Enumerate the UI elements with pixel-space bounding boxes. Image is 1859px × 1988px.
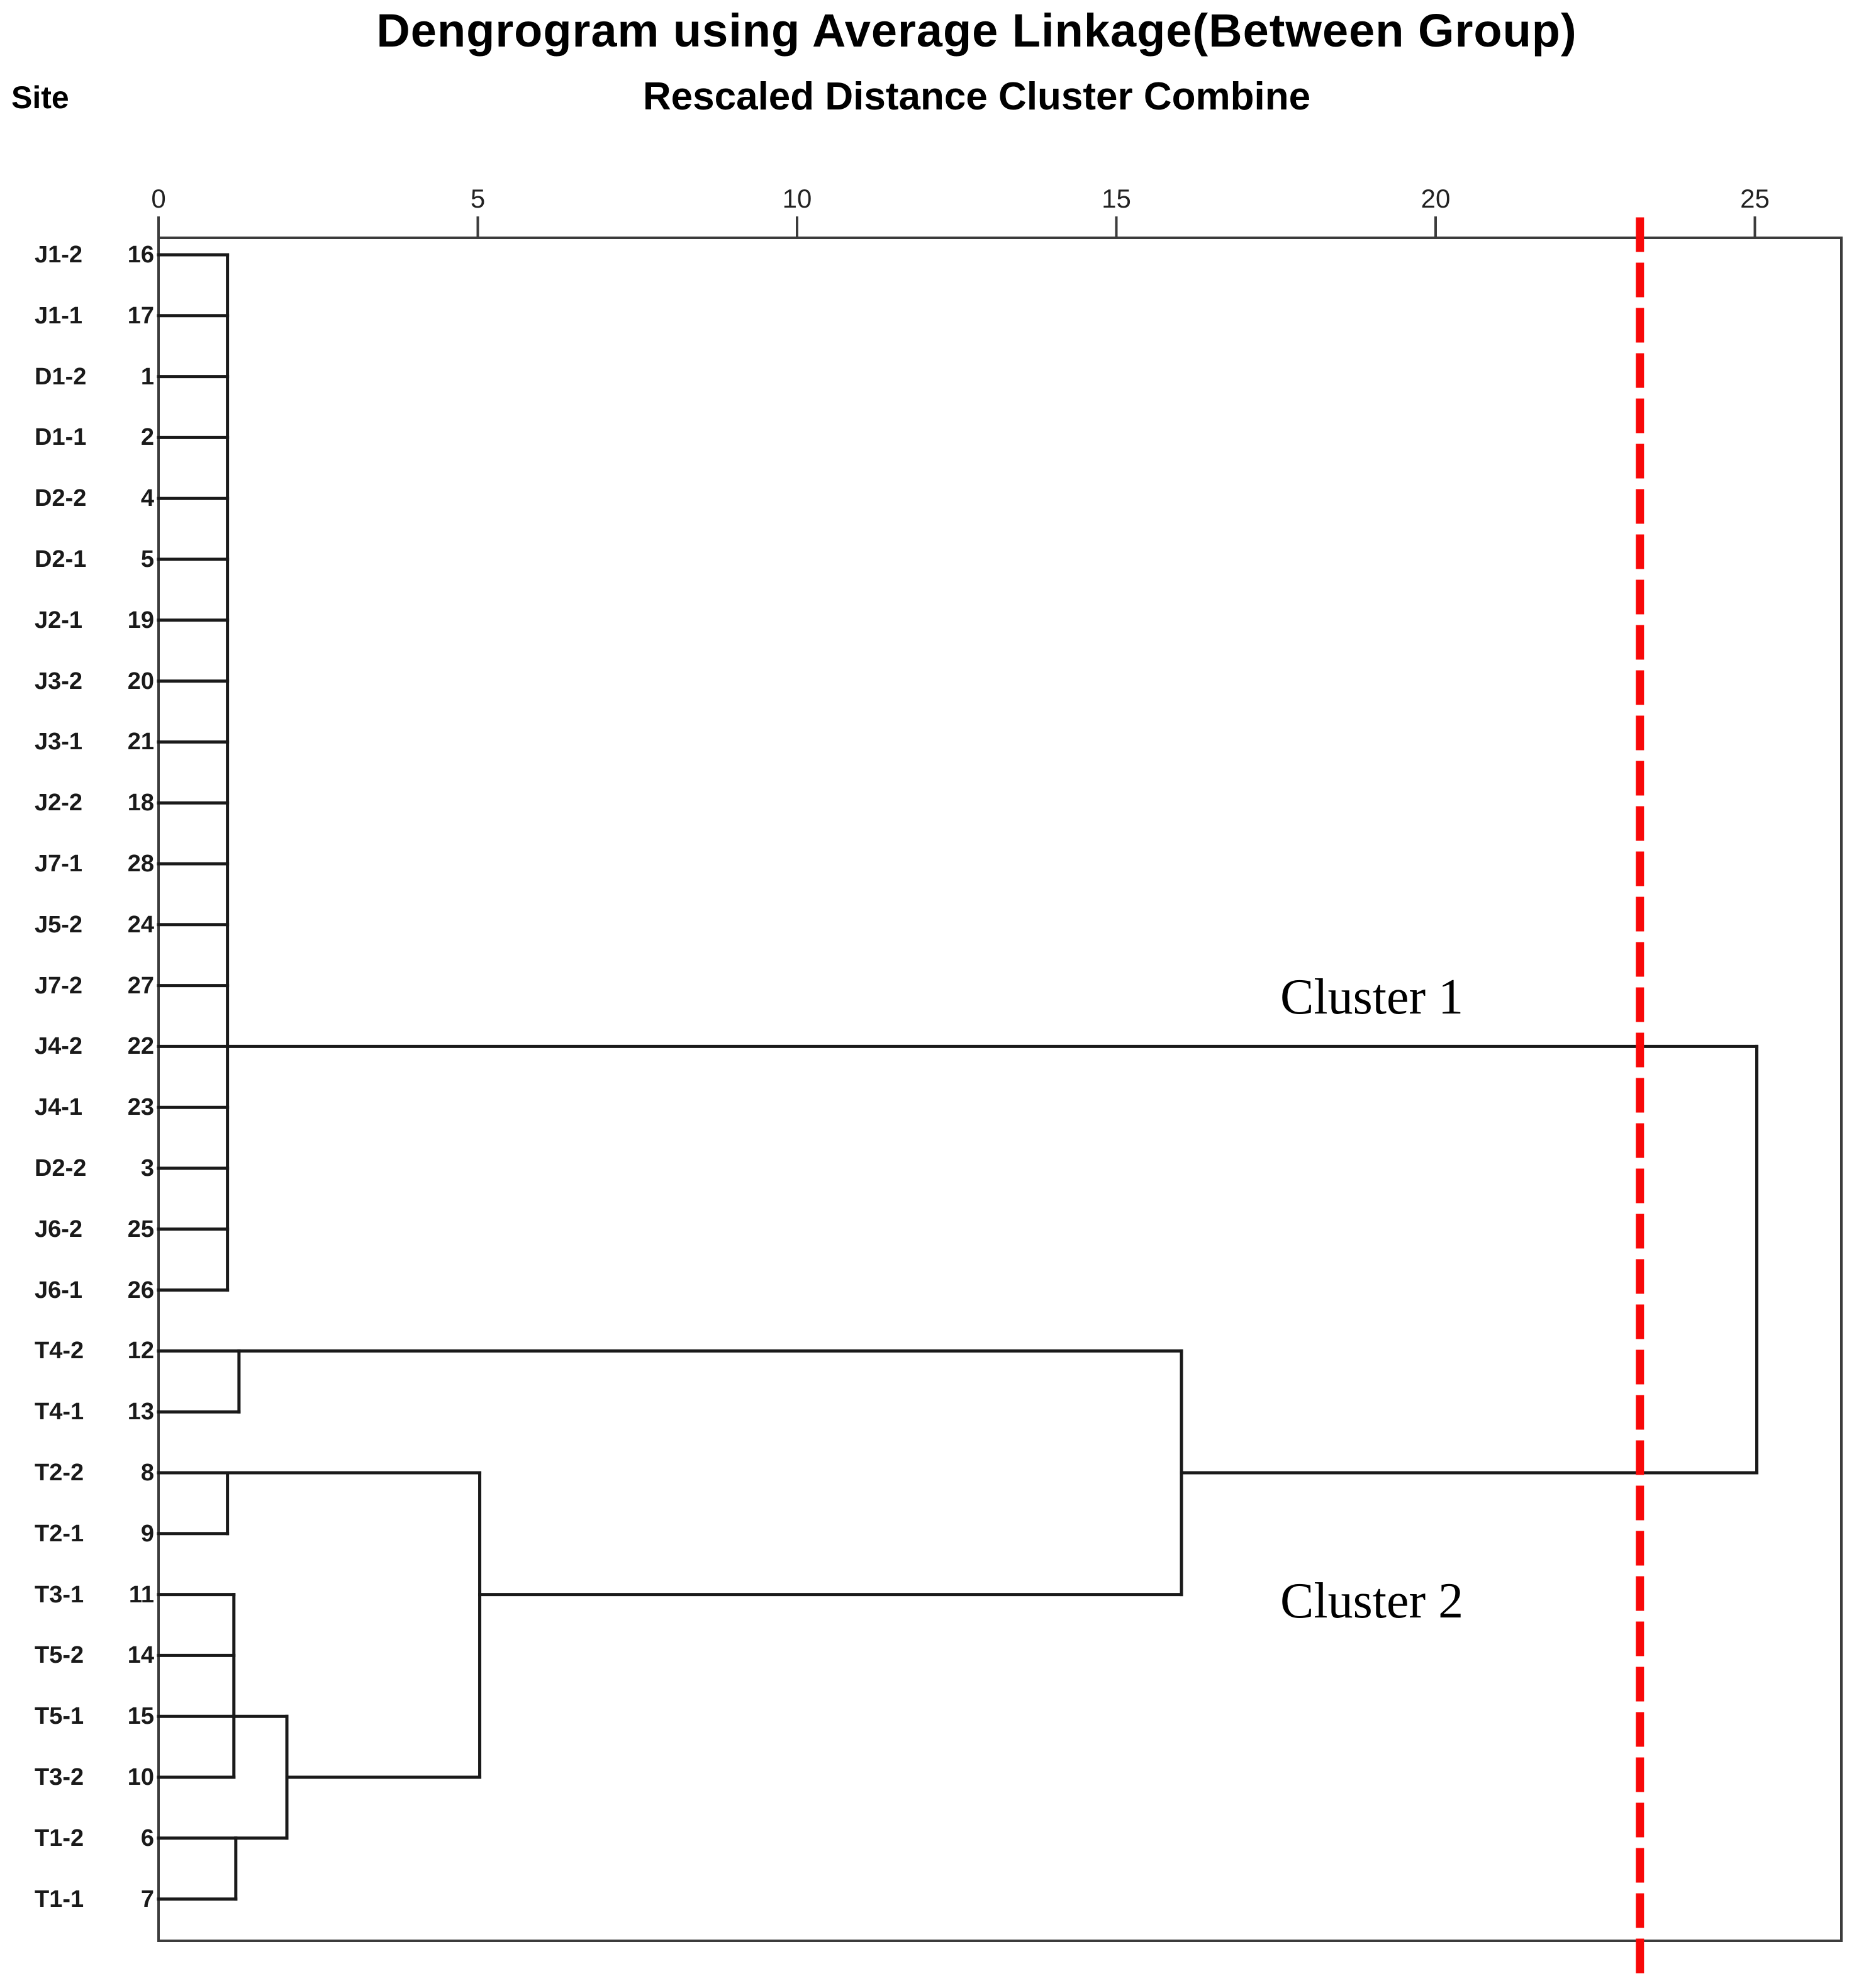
- leaf-case-number: 22: [127, 1033, 154, 1060]
- leaf-site-label: T3-1: [35, 1581, 84, 1608]
- leaf-case-number: 20: [127, 667, 154, 695]
- leaf-site-label: J1-1: [35, 302, 83, 329]
- axis-tick-label: 25: [1740, 184, 1770, 213]
- axis-tick-label: 20: [1421, 184, 1451, 213]
- leaf-site-label: T4-1: [35, 1399, 84, 1426]
- cluster2-annotation: Cluster 2: [1280, 1573, 1464, 1629]
- leaf-case-number: 27: [127, 972, 154, 999]
- leaf-site-label: T1-2: [35, 1824, 84, 1851]
- leaf-site-label: J3-2: [35, 667, 83, 695]
- leaf-site-label: J1-2: [35, 242, 83, 268]
- chart-title: Dengrogram using Average Linkage(Between…: [376, 4, 1577, 57]
- leaf-case-number: 18: [127, 790, 154, 817]
- leaf-site-label: J2-1: [35, 606, 83, 634]
- leaf-case-number: 7: [140, 1885, 154, 1913]
- chart-subtitle: Rescaled Distance Cluster Combine: [642, 75, 1311, 118]
- leaf-site-label: J2-2: [35, 790, 83, 817]
- leaf-case-number: 25: [127, 1215, 154, 1242]
- leaf-site-label: D2-2: [35, 485, 87, 512]
- leaf-site-label: D1-2: [35, 363, 87, 390]
- leaf-site-label: D2-1: [35, 546, 87, 572]
- leaf-case-number: 4: [140, 485, 154, 512]
- leaf-case-number: 5: [140, 546, 154, 572]
- leaf-site-label: J6-1: [35, 1276, 83, 1304]
- leaf-site-label: T5-1: [35, 1703, 84, 1730]
- leaf-site-label: T3-2: [35, 1764, 84, 1790]
- leaf-site-label: T1-1: [35, 1885, 84, 1913]
- site-column-header: Site: [11, 80, 69, 115]
- leaf-case-number: 15: [127, 1703, 154, 1730]
- leaf-case-number: 1: [140, 363, 154, 390]
- leaf-case-number: 11: [128, 1581, 154, 1608]
- leaf-site-label: J7-2: [35, 972, 83, 999]
- leaf-case-number: 17: [127, 302, 154, 329]
- leaf-case-number: 9: [140, 1520, 154, 1547]
- leaf-case-number: 12: [127, 1337, 154, 1365]
- leaf-case-number: 6: [140, 1824, 154, 1851]
- leaf-site-label: J4-2: [35, 1033, 83, 1060]
- leaf-site-label: T4-2: [35, 1337, 84, 1365]
- axis-tick-label: 5: [471, 184, 485, 213]
- leaf-case-number: 13: [127, 1399, 154, 1426]
- leaf-case-number: 3: [140, 1155, 154, 1181]
- axis-tick-label: 15: [1102, 184, 1131, 213]
- leaf-case-number: 19: [127, 606, 154, 634]
- leaf-site-label: J7-1: [35, 851, 83, 877]
- axis-tick-label: 10: [783, 184, 812, 213]
- leaf-site-label: D1-1: [35, 424, 87, 451]
- leaf-site-label: D2-2: [35, 1155, 87, 1181]
- leaf-case-number: 10: [127, 1764, 154, 1790]
- leaf-case-number: 21: [127, 729, 154, 756]
- leaf-site-label: J3-1: [35, 729, 83, 756]
- leaf-case-number: 8: [140, 1460, 154, 1486]
- leaf-case-number: 26: [127, 1276, 154, 1304]
- plot-frame: [157, 237, 1843, 1942]
- leaf-site-label: J6-2: [35, 1215, 83, 1242]
- leaf-case-number: 16: [127, 242, 154, 268]
- leaf-site-label: J4-1: [35, 1094, 83, 1121]
- leaf-case-number: 28: [127, 851, 154, 877]
- cluster1-annotation: Cluster 1: [1280, 969, 1464, 1025]
- leaf-site-label: J5-2: [35, 911, 83, 938]
- leaf-site-label: T2-2: [35, 1460, 84, 1486]
- leaf-case-number: 23: [127, 1094, 154, 1121]
- leaf-case-number: 24: [127, 911, 154, 938]
- axis-tick-label: 0: [151, 184, 165, 213]
- leaf-case-number: 2: [140, 424, 154, 451]
- leaf-site-label: T2-1: [35, 1520, 84, 1547]
- leaf-case-number: 14: [127, 1642, 154, 1669]
- leaf-site-label: T5-2: [35, 1642, 84, 1669]
